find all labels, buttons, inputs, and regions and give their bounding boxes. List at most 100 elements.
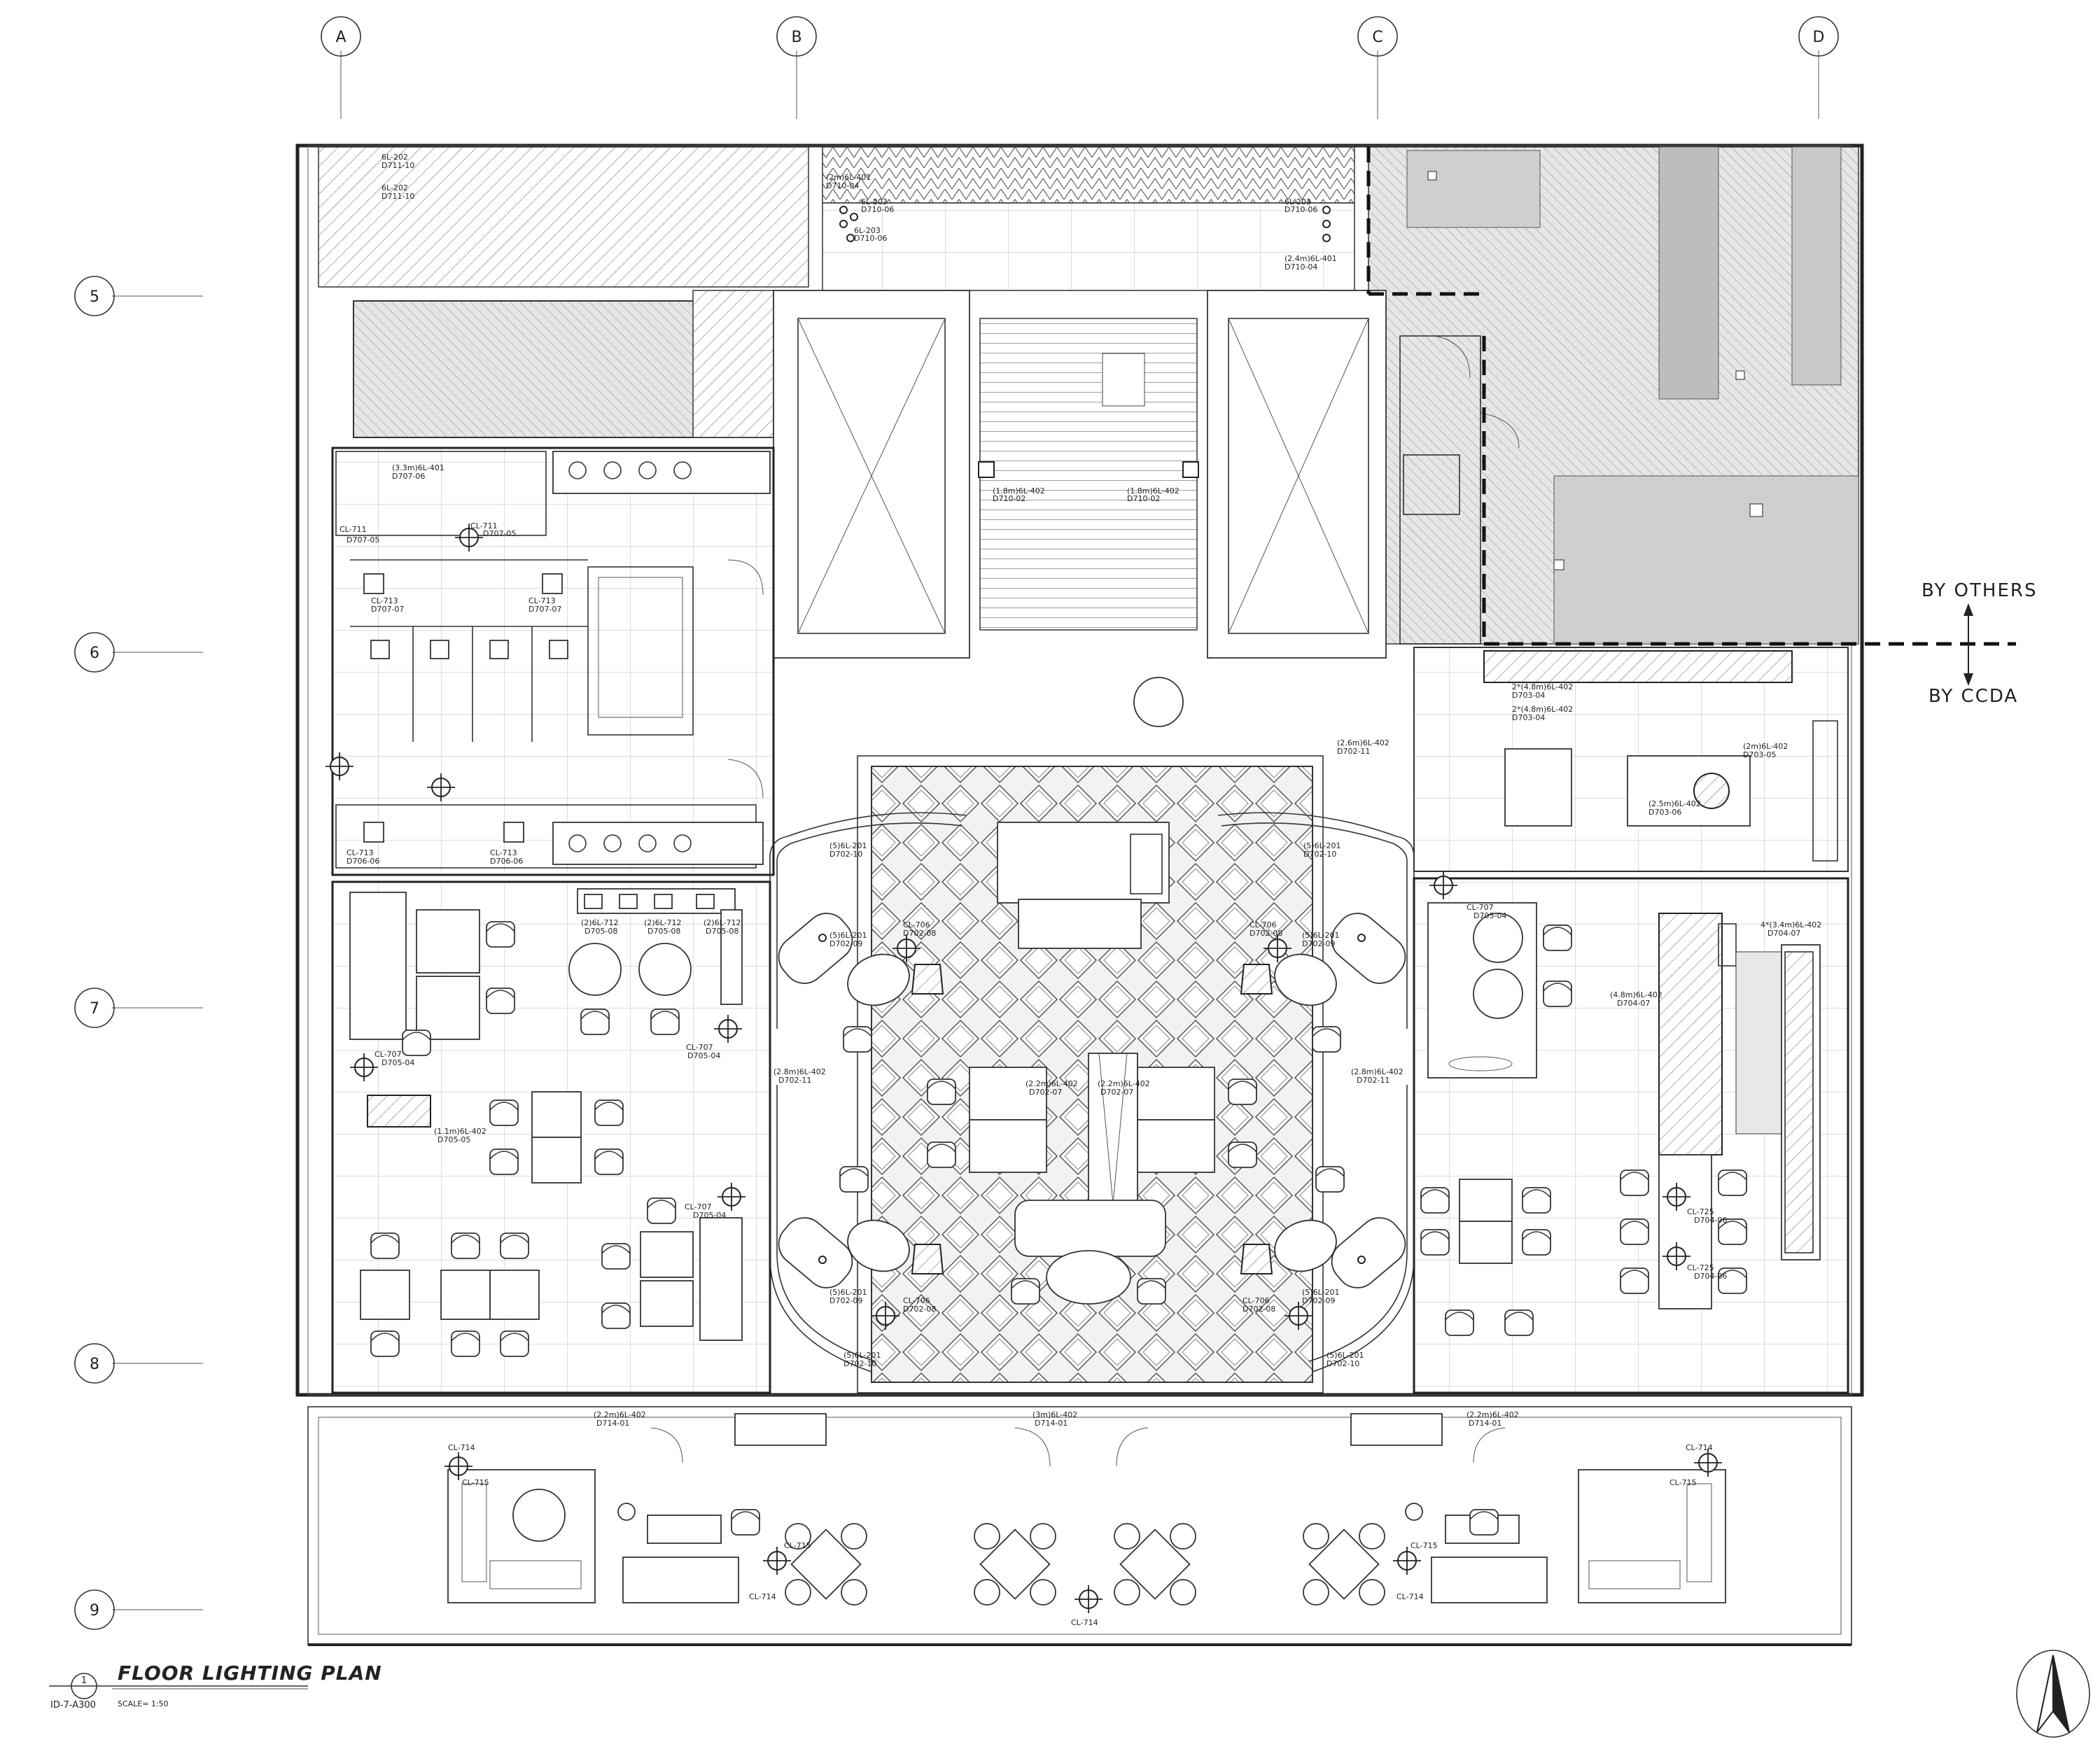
tag-bar-c-ref: D703-05 [1743,750,1776,759]
tag-gl202b: 6L-202 [382,183,408,192]
tag-arc-tl-ref: D702-10 [830,850,862,859]
tag-shelf-c-ref: D705-08 [706,927,738,936]
tag-cl714c: CL-714 [749,1592,776,1601]
tag-cl715b: CL-715 [1670,1478,1697,1487]
tag-side-r: (2.8m)6L-402 [1351,1067,1404,1076]
central-lounge [769,755,1415,1393]
tag-arc-br-ref: D702-10 [1326,1359,1359,1368]
tag-cl711b-ref: D707-05 [483,529,516,538]
grid-label-6: 6 [90,645,99,662]
grid-label-a: A [335,29,346,46]
tag-cl715a: CL-715 [462,1478,489,1487]
tag-shelf-b: (2)6L-712 [644,918,681,927]
tag-cl706-br: CL-706 [1242,1296,1270,1305]
tag-shelf-a-ref: D705-08 [584,927,617,936]
tag-center-r-ref: D702-07 [1100,1088,1133,1097]
scope-divider [1484,603,2016,686]
tag-cl706-tr-ref: D702-08 [1250,929,1282,938]
right-back-of-house [1366,147,1520,645]
tag-terrace-c: (3m)6L-402 [1032,1410,1077,1419]
tag-bar-a: 2*(4.8m)6L-402 [1512,682,1573,691]
tag-wc-713d: CL-713 [490,848,517,857]
tag-center-l: (2.2m)6L-402 [1026,1079,1078,1088]
left-lounge [331,880,771,1394]
tag-cl711a: CL-711 [340,525,367,534]
tag-cl715c: CL-715 [784,1541,811,1550]
tag-wc-713b: CL-713 [528,596,556,605]
tag-lobby-right-ref: D710-04 [1284,262,1317,272]
tag-lounge-left: (1.1m)6L-402 [434,1127,486,1136]
tag-cl707d: CL-707 [1466,903,1494,912]
grid-label-8: 8 [90,1356,99,1373]
tag-gl203b-ref: D710-06 [854,234,887,243]
title-detail-number: 1 [81,1676,87,1686]
tag-terrace-r: (2.2m)6L-402 [1466,1410,1519,1419]
tag-cl707a: CL-707 [686,1043,713,1052]
tag-wc-713c: CL-713 [346,848,374,857]
tag-gl203a-ref: D710-06 [861,205,894,214]
right-bar-area [1413,647,1849,1394]
title-block [49,1673,308,1699]
grid-label-7: 7 [90,1000,99,1018]
tag-restroom-top-ref: D707-06 [392,472,425,481]
grid-label-9: 9 [90,1602,99,1620]
tag-cl711a-ref: D707-05 [346,535,379,545]
tag-booth-tl: (5)6L-201 [830,931,867,940]
tag-shelf-b-ref: D705-08 [648,927,680,936]
tag-booth-bl-ref: D702-09 [830,1296,862,1305]
tag-side-l: (2.8m)6L-402 [774,1067,826,1076]
tag-cl725b-ref: D704-06 [1694,1272,1727,1281]
tag-shelf-a: (2)6L-712 [581,918,618,927]
tag-arc-tr-ref: D702-10 [1303,850,1336,859]
tag-bar-b: 2*(4.8m)6L-402 [1512,705,1573,714]
tag-lobby-left: (2m)6L-401 [826,173,871,182]
tag-terrace-l-ref: D714-01 [596,1419,629,1428]
tag-cl706-bl: CL-706 [903,1296,930,1305]
grid-label-5: 5 [90,288,99,306]
tag-side-r-ref: D702-11 [1357,1076,1390,1085]
restroom-block [331,447,775,876]
tag-bar-c: (2m)6L-402 [1743,742,1788,751]
tag-gl202b-ref: D711-10 [382,192,414,201]
title-sheet-ref: ID-7-A300 [50,1700,96,1711]
tag-bar-right-ref: D704-07 [1617,999,1650,1008]
grid-label-b: B [791,29,802,46]
tag-arc-bl-ref: D702-10 [844,1359,876,1368]
terrace [447,1413,1726,1603]
tag-arc-br: (5)6L-201 [1326,1351,1364,1360]
tag-terrace-r-ref: D714-01 [1469,1419,1502,1428]
fixture-tags: (3.3m)6L-401 D707-06 CL-711 D707-05 CL-7… [340,153,1821,1627]
tag-cl711b: CL-711 [470,521,498,531]
tag-booth-tr: (5)6L-201 [1302,931,1339,940]
tag-wc-713a-ref: D707-07 [371,605,404,614]
tag-booth-tl-ref: D702-09 [830,939,862,948]
tag-gl202a-ref: D711-10 [382,161,414,170]
tag-gl203a: 6L-203 [861,197,888,206]
tag-shelf-c: (2)6L-712 [704,918,741,927]
tag-corridor: (2.6m)6L-402 [1337,738,1390,747]
grid-lines [112,50,1819,1610]
tag-cl707c: CL-707 [685,1202,712,1211]
tag-wc-713a: CL-713 [371,596,398,605]
tag-arc-tr: (5)6L-201 [1303,841,1340,850]
tag-cl707b: CL-707 [374,1050,402,1059]
grid-bubbles [74,16,1839,1630]
tag-wc-713b-ref: D707-07 [528,605,561,614]
tag-booth-br-ref: D702-09 [1302,1296,1335,1305]
title-scale: SCALE= 1:50 [118,1699,169,1708]
tag-booth-tr-ref: D702-09 [1302,939,1335,948]
tag-wc-713c-ref: D706-06 [346,857,379,866]
tag-cl725b: CL-725 [1687,1263,1714,1272]
tag-terrace-l: (2.2m)6L-402 [594,1410,646,1419]
tag-cl706-bl-ref: D702-08 [903,1305,936,1314]
tag-wc-713d-ref: D706-06 [490,857,523,866]
tag-elev-left-ref: D710-02 [993,494,1026,503]
tag-gl203c: 6L-203 [1284,197,1311,206]
tag-arc-bl: (5)6L-201 [844,1351,881,1360]
tag-gl202a: 6L-202 [382,153,408,162]
tag-cl706-tl: CL-706 [903,920,930,929]
tag-cl707b-ref: D705-04 [382,1058,414,1067]
tag-lobby-right: (2.4m)6L-401 [1284,254,1337,263]
tag-arc-tl: (5)6L-201 [830,841,867,850]
